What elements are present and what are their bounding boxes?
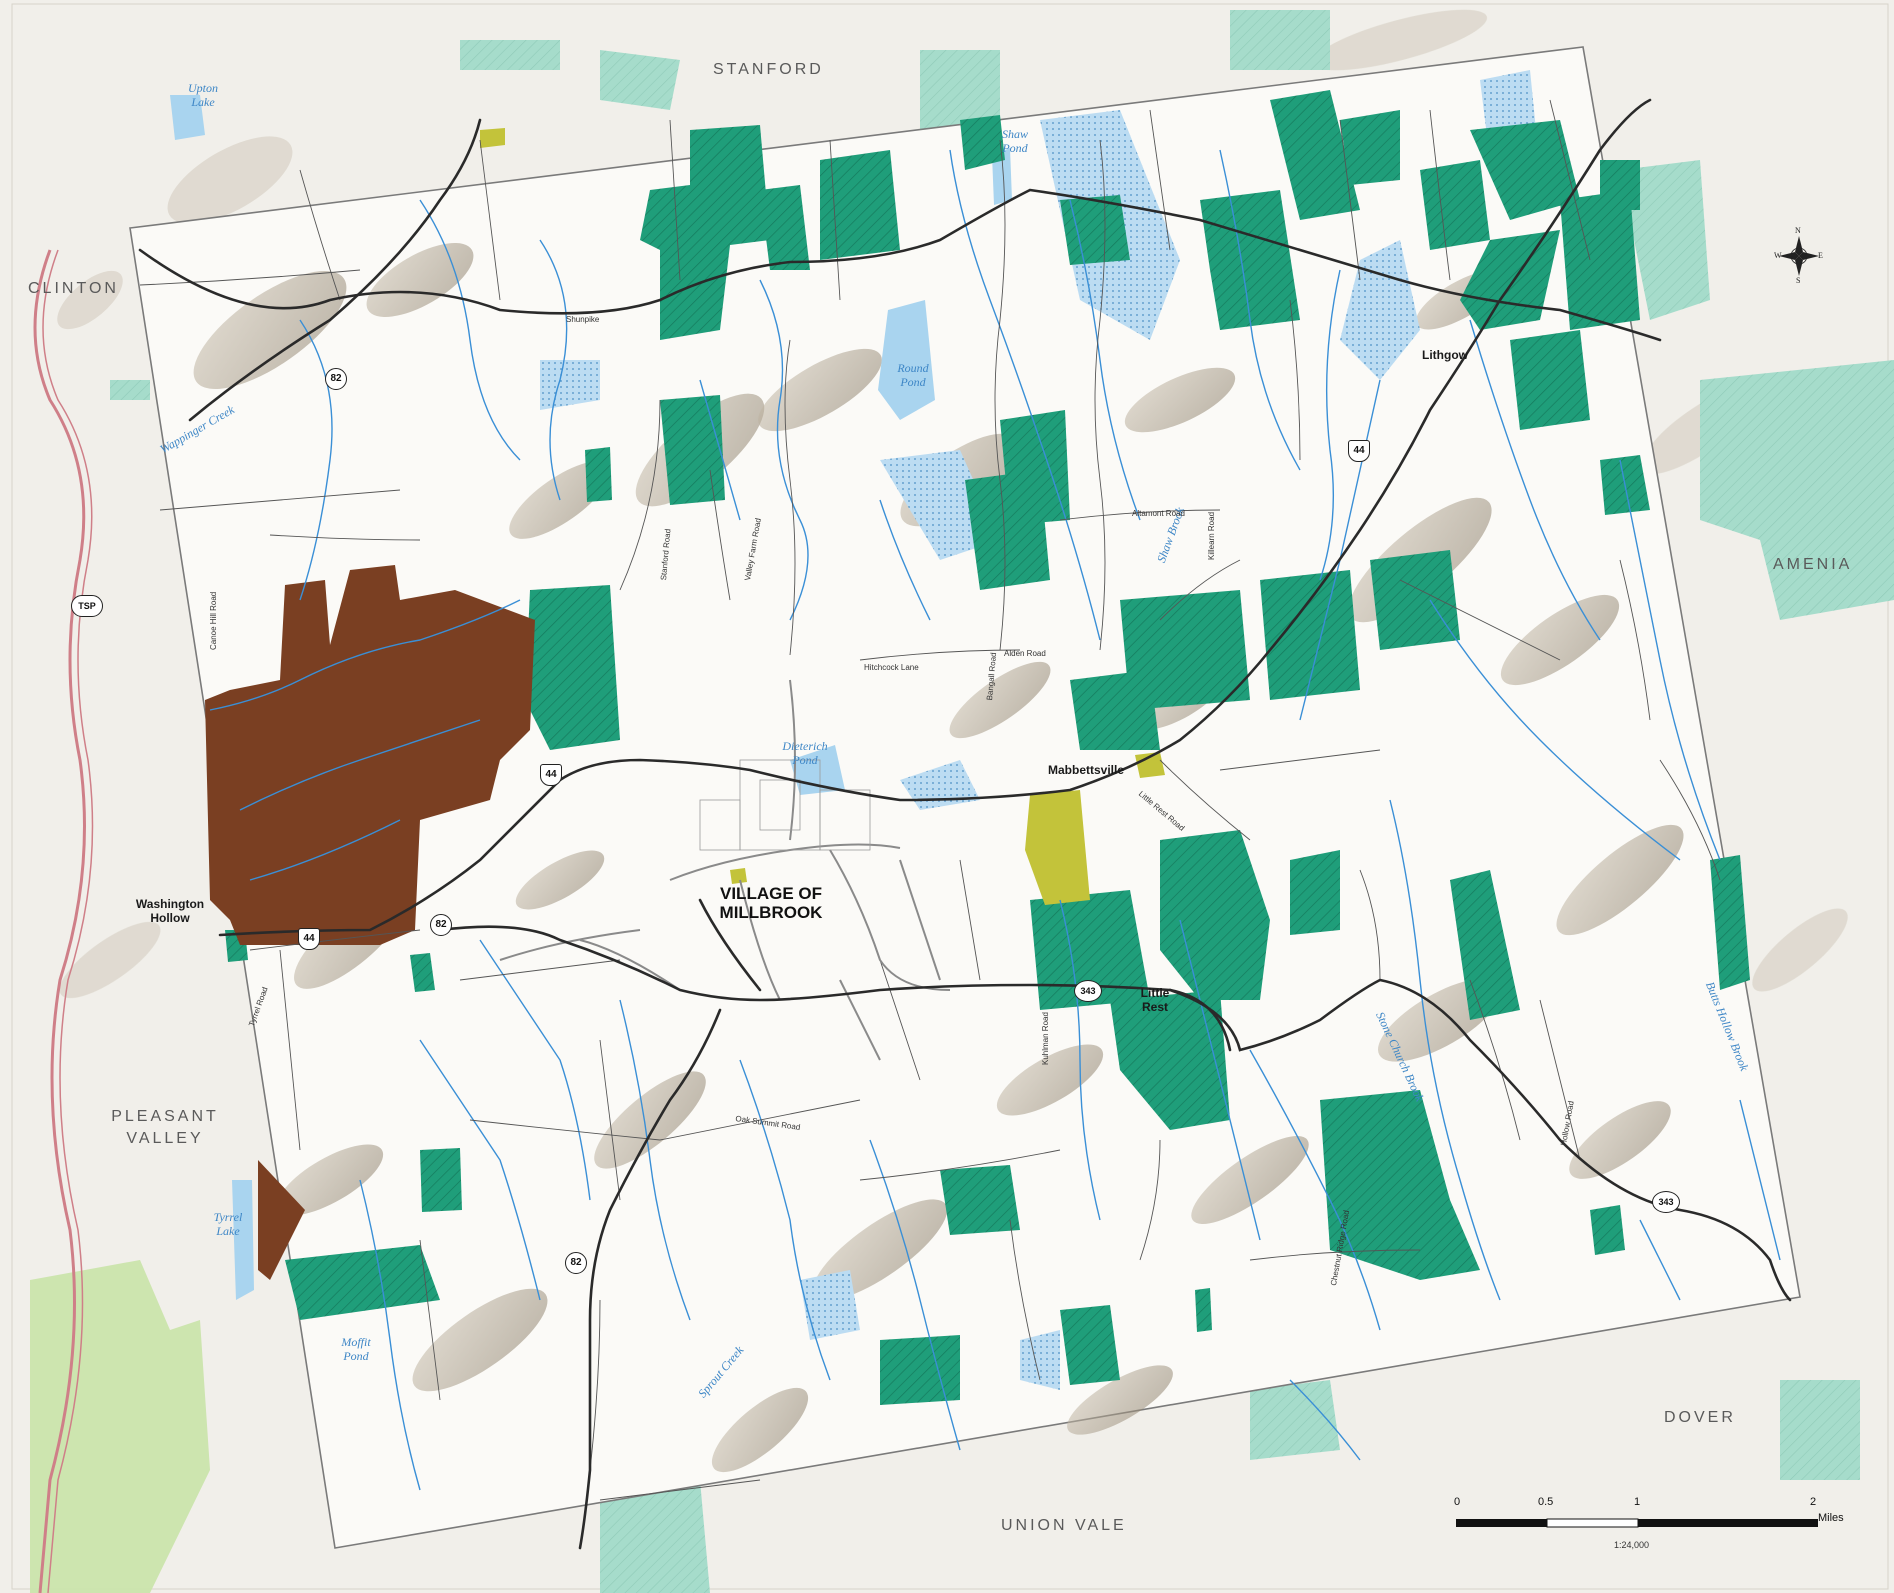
label-killearn-road: Killearn Road [1207,511,1216,560]
shield-us44-west: 44 [298,928,320,950]
shield-ny343-center: 343 [1074,980,1102,1002]
label-little-rest: Little Rest [1140,986,1170,1014]
label-lithgow: Lithgow [1422,348,1468,362]
shield-ny82-north: 82 [325,368,347,390]
label-kuhlman-road: Kuhlman Road [1041,1012,1050,1065]
scale-tick-2: 2 [1810,1496,1817,1508]
label-dieterich-pond: Dieterich Pond [782,739,828,767]
shield-ny82-south: 82 [565,1252,587,1274]
protected-land [225,90,1750,1405]
label-amenia: AMENIA [1773,556,1853,573]
label-canoe-hill-road: Canoe Hill Road [209,591,218,650]
shield-ny82-village: 82 [430,914,452,936]
taconic-parkway [33,249,86,1593]
scale-bar: 0 0.5 1 2 Miles 1:24,000 [1454,1496,1844,1552]
label-dover: DOVER [1664,1409,1736,1426]
label-shunpike: Shunpike [566,315,600,324]
label-stanford: STANFORD [713,61,824,78]
local-roads [139,99,1721,1501]
compass-n: N [1795,226,1801,235]
olive-parcels [480,128,1165,905]
scale-tick-0-5: 0.5 [1538,1496,1554,1508]
shield-us44-east: 44 [1348,440,1370,462]
label-mabbettsville: Mabbettsville [1048,763,1125,777]
scale-tick-0: 0 [1454,1496,1461,1508]
compass: N S W E [1774,226,1824,286]
label-pleasant-valley: PLEASANT VALLEY [111,1108,219,1148]
label-round-pond: Round Pond [897,361,929,389]
label-tyrrel-lake: Tyrrel Lake [213,1210,243,1238]
label-moffit-pond: Moffit Pond [341,1335,371,1363]
tyrrel-lake-water [232,1180,254,1300]
compass-w: W [1774,251,1782,260]
scale-unit: Miles [1818,1512,1844,1524]
map-frame [11,3,1889,1590]
label-upton-lake: Upton Lake [188,81,218,109]
label-hitchcock-lane: Hitchcock Lane [864,663,919,672]
state-park-outside [30,1260,210,1593]
label-alden-road: Alden Road [1004,649,1046,658]
compass-rose [1779,236,1819,276]
scale-tick-1: 1 [1634,1496,1641,1508]
protected-land-outside [110,10,1894,1593]
compass-s: S [1796,276,1801,285]
label-altamont-road: Altamont Road [1132,509,1185,518]
shield-us44-center: 44 [540,764,562,786]
label-clinton: CLINTON [28,280,119,297]
shield-ny343-east: 343 [1652,1191,1680,1213]
shield-tsp: TSP [71,595,103,617]
hillshade-interior [193,243,1684,1473]
brown-parcel [205,565,535,945]
label-washington-hollow: Washington Hollow [135,897,205,925]
streams [209,149,1781,1491]
upton-lake-water [170,95,205,140]
label-shaw-pond: Shaw Pond [1001,127,1028,155]
label-village-of-millbrook: VILLAGE OF MILLBROOK [719,884,823,922]
village-blocks [699,759,871,851]
major-roads [138,98,1792,1550]
brown-parcel-small [258,1160,305,1280]
compass-e: E [1818,251,1823,260]
scale-ratio: 1:24,000 [1614,1540,1650,1550]
label-union-vale: UNION VALE [1001,1517,1127,1534]
scale-bar-graphic [1456,1518,1818,1528]
